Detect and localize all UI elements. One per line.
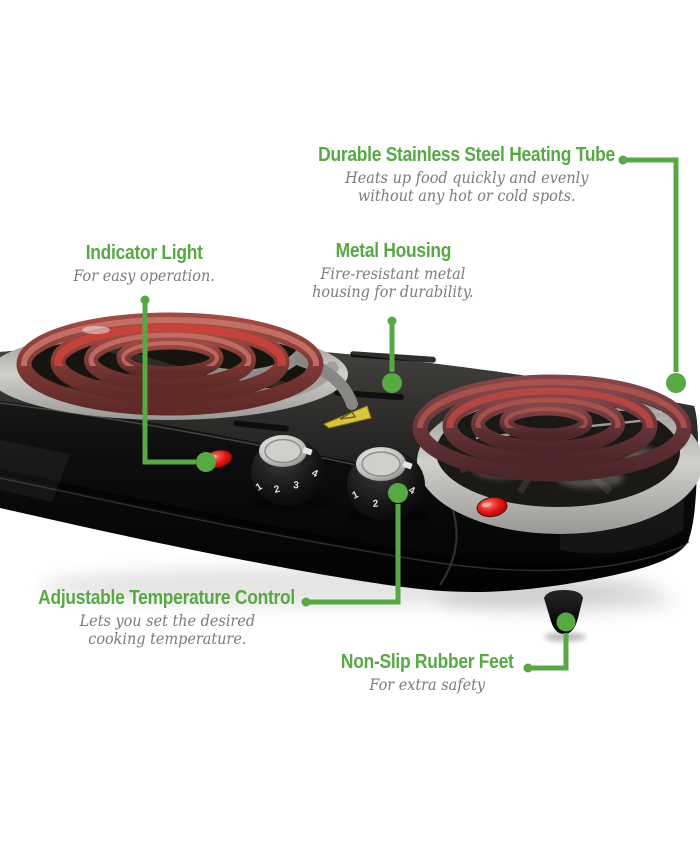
right-coil-highlights — [417, 379, 687, 428]
knob-number: 3 — [293, 480, 300, 491]
knob-number: 2 — [372, 499, 379, 510]
knob-number: 4 — [407, 485, 417, 498]
leader-temperature-control — [301, 483, 408, 607]
knob-marker-left — [302, 447, 313, 456]
base-groove — [0, 469, 690, 570]
callout-leaders — [140, 155, 686, 673]
callout-title: Durable Stainless Steel Heating Tube — [318, 144, 616, 166]
temperature-knob-right: 1 2 4 — [346, 447, 430, 525]
knob-number: 1 — [351, 489, 361, 502]
callout-description: Fire-resistant metal housing for durabil… — [312, 265, 474, 301]
knob-number: 4 — [310, 468, 320, 481]
leader-heating-tube — [618, 155, 686, 393]
callout-metal-housing: Metal Housing Fire-resistant metal housi… — [243, 239, 543, 301]
callout-heating-tube: Durable Stainless Steel Heating Tube Hea… — [247, 143, 687, 205]
callout-title: Indicator Light — [85, 242, 203, 264]
leader-rubber-feet — [523, 612, 576, 673]
leader-metal-housing — [382, 316, 402, 393]
callout-title: Metal Housing — [335, 240, 451, 262]
knob-number: 1 — [254, 481, 265, 494]
callout-title: Non-Slip Rubber Feet — [340, 651, 514, 673]
callout-description: For extra safety — [369, 676, 485, 694]
left-coil-highlights — [21, 317, 319, 366]
warning-sticker — [323, 405, 372, 429]
callout-description: For easy operation. — [73, 267, 215, 285]
base-groove-highlight — [0, 477, 687, 572]
callout-temperature-control: Adjustable Temperature Control Lets you … — [0, 586, 337, 648]
front-sheen-left — [0, 440, 70, 502]
callout-title: Adjustable Temperature Control — [38, 587, 296, 609]
temperature-knob-left: 1 2 3 4 — [250, 435, 330, 511]
leader-indicator-light — [140, 295, 216, 472]
knob-number: 2 — [273, 484, 282, 496]
knob-marker-right — [402, 461, 413, 470]
callout-rubber-feet: Non-Slip Rubber Feet For extra safety — [277, 650, 577, 695]
indicator-light-right — [476, 496, 508, 518]
callout-description: Heats up food quickly and evenly without… — [345, 169, 589, 205]
left-coil-glint — [82, 326, 110, 334]
callout-description: Lets you set the desired cooking tempera… — [79, 612, 255, 648]
callout-indicator-light: Indicator Light For easy operation. — [0, 241, 294, 286]
right-burner — [412, 374, 700, 534]
left-burner — [0, 312, 358, 420]
